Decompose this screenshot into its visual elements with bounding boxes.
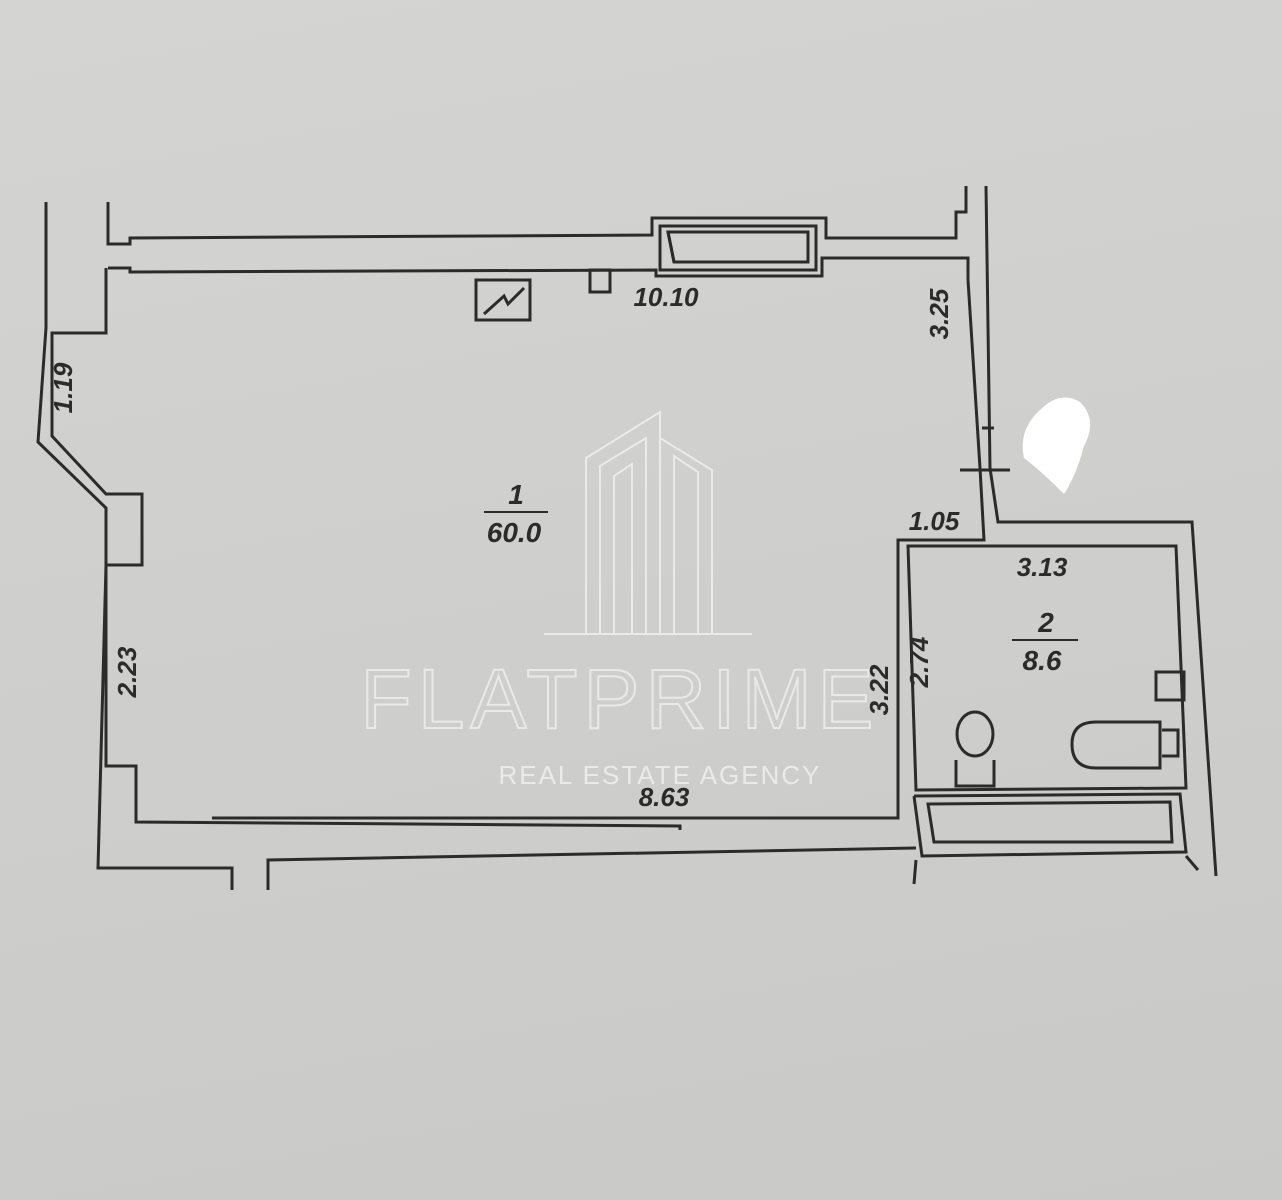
watermark-tagline: REAL ESTATE AGENCY (498, 760, 821, 790)
sink (1154, 670, 1186, 702)
inner-wall-top (108, 256, 970, 280)
radiator-top-diagonal (666, 231, 676, 263)
window-top (658, 224, 818, 272)
dimension-bath-wall: 2.74 (904, 636, 934, 688)
dimension-partition: 3.22 (864, 664, 894, 715)
radiator-top (666, 230, 810, 264)
dimension-right-upper: 3.25 (924, 288, 954, 339)
outer-wall-right (984, 185, 1218, 877)
watermark: FLATPRIME REAL ESTATE AGENCY (359, 410, 879, 790)
duct (926, 800, 1174, 844)
dimension-top: 10.10 (633, 282, 699, 312)
bathtub-tap (1162, 728, 1180, 758)
redaction-blotch (1022, 397, 1091, 494)
toilet (954, 710, 996, 788)
socket (588, 268, 612, 294)
outer-wall-bottom (266, 846, 917, 890)
room-2-number: 2 (1037, 607, 1054, 638)
dimension-bath-top: 3.13 (1017, 552, 1068, 582)
room-2-area: 8.6 (1023, 645, 1062, 676)
dimension-step: 1.05 (909, 506, 960, 536)
inner-wall-left (50, 268, 682, 830)
room-1-number: 1 (508, 479, 524, 510)
room-1-area: 60.0 (487, 517, 542, 548)
watermark-brand: FLATPRIME (360, 652, 879, 746)
building-logo-icon (544, 410, 752, 635)
bathtub (1070, 720, 1162, 770)
inner-wall-right (212, 279, 986, 820)
bathroom-lower-wall (912, 792, 1200, 885)
electrical-panel (474, 278, 532, 322)
dimension-left-upper: 1.19 (48, 362, 78, 413)
bathroom-walls (906, 544, 1188, 792)
outer-wall-top (106, 186, 968, 246)
dimension-left-lower: 2.23 (112, 646, 142, 698)
outer-wall-left (36, 202, 234, 890)
lightning-icon (482, 286, 526, 316)
dimension-bottom: 8.63 (639, 782, 690, 812)
door-marks (960, 426, 1010, 472)
